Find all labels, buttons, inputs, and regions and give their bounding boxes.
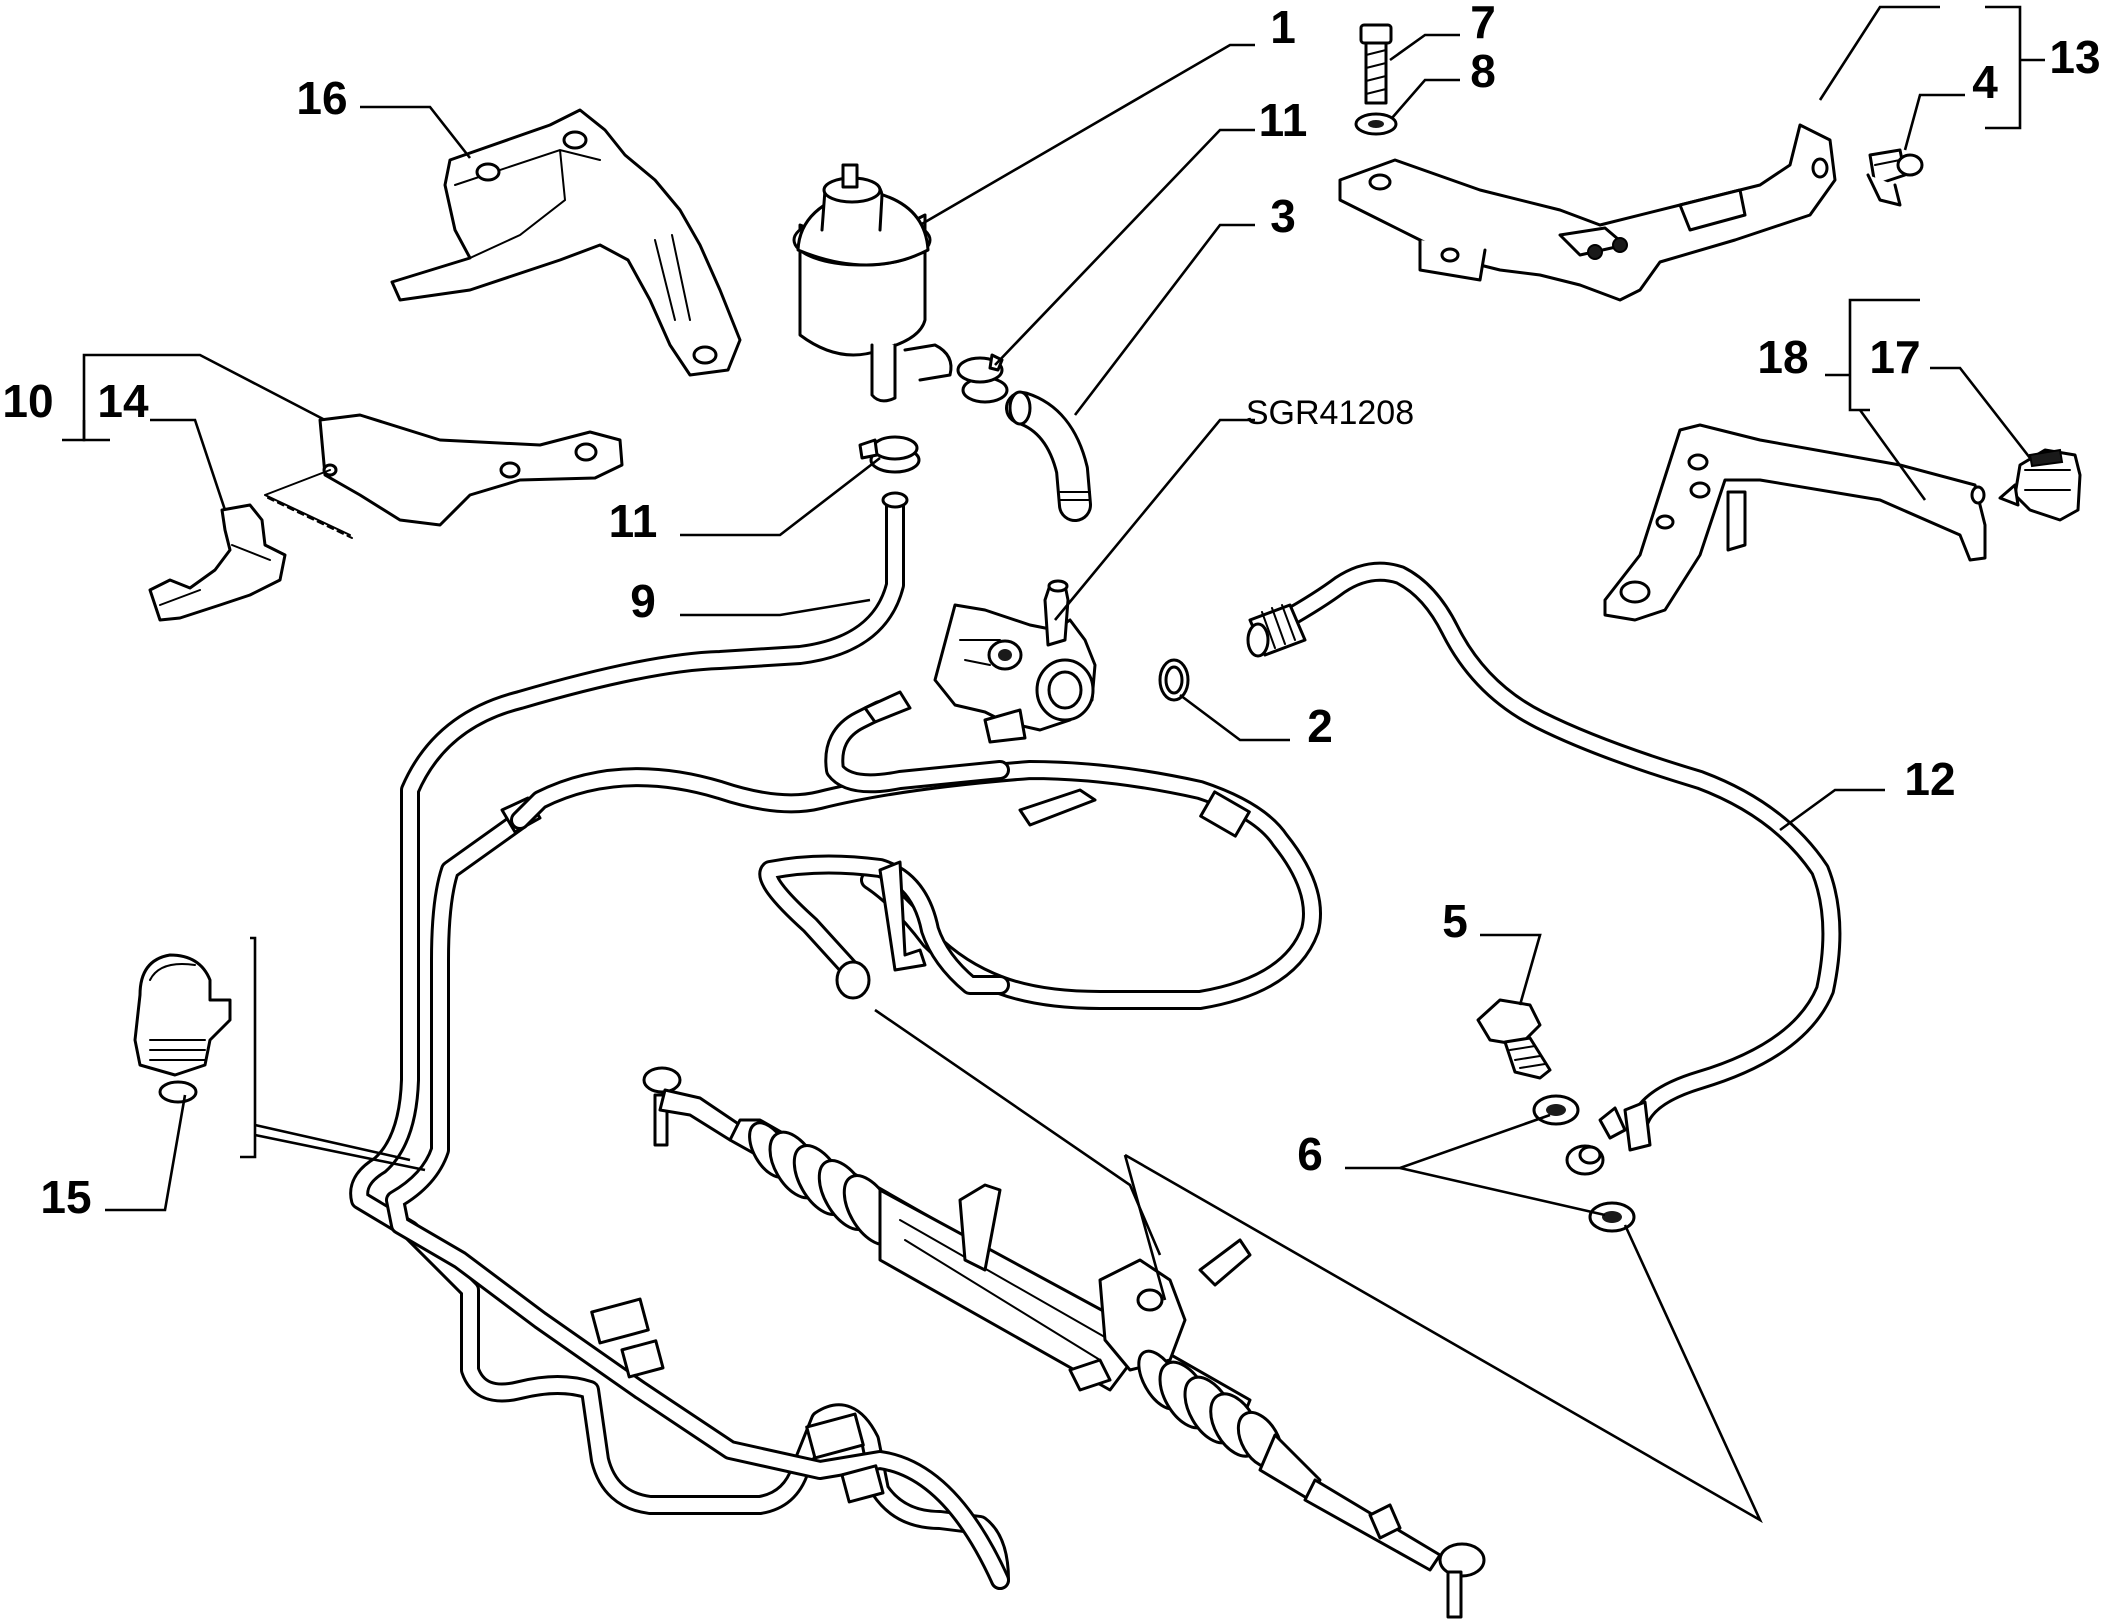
part-2-o-ring	[1158, 658, 1190, 702]
part-1-fluid-reservoir	[792, 163, 953, 403]
part-11-hose-clamp-lower	[858, 435, 921, 474]
power-steering-pump	[933, 579, 1097, 744]
part-16-support-bracket	[390, 108, 742, 377]
part-12-pressure-hose	[1246, 561, 1842, 1152]
callout-labels: 1 7 8 13 4 16 11 3 18 17 SGR41208 10 14 …	[2, 0, 2100, 1223]
pump-feed-pipe	[824, 690, 1097, 827]
callout-1: 1	[1270, 1, 1296, 53]
callout-8: 8	[1470, 45, 1496, 97]
drawing-code: SGR41208	[1246, 394, 1414, 432]
part-18-pipe-bracket	[1603, 423, 1987, 622]
part-8-washer	[1354, 112, 1398, 136]
part-15-clip	[133, 953, 232, 1104]
leader-lines	[62, 5, 2045, 1524]
part-17-clip	[1998, 448, 2082, 522]
callout-13: 13	[2049, 31, 2100, 83]
callout-6: 6	[1297, 1128, 1323, 1180]
callout-16: 16	[296, 72, 347, 124]
callout-11-lower: 11	[609, 495, 658, 547]
lower-pipe-clamps	[590, 1297, 885, 1504]
callout-7: 7	[1470, 0, 1496, 48]
callout-2: 2	[1307, 700, 1333, 752]
part-10-support-bracket	[264, 413, 624, 539]
part-5-bolt	[1476, 998, 1552, 1080]
callout-12: 12	[1904, 753, 1955, 805]
callout-15: 15	[40, 1171, 91, 1223]
part-3-return-hose	[1005, 390, 1092, 522]
part-9-pressure-pipe	[349, 491, 1010, 1590]
part-6-washer-middle	[1565, 1144, 1605, 1176]
callout-18: 18	[1757, 331, 1808, 383]
callout-11-upper: 11	[1259, 94, 1308, 146]
part-14-clip	[148, 503, 287, 622]
callout-9: 9	[630, 575, 656, 627]
pipe-loop-with-bracket	[758, 854, 1010, 1000]
part-13-bracket-assembly	[1338, 123, 1837, 302]
part-6-washer-lower	[1588, 1201, 1636, 1233]
part-7-bolt	[1359, 23, 1393, 105]
callout-17: 17	[1869, 331, 1920, 383]
part-6-washer-upper	[1532, 1094, 1580, 1126]
part-11-hose-clamp-upper	[956, 353, 1009, 404]
part-4-pipe-clip	[1866, 148, 1924, 207]
callout-5: 5	[1442, 895, 1468, 947]
callout-4: 4	[1972, 56, 1998, 108]
callout-3: 3	[1270, 190, 1296, 242]
callout-10: 10	[2, 375, 53, 427]
callout-14: 14	[97, 375, 149, 427]
steering-rack-assembly	[642, 1066, 1486, 1619]
